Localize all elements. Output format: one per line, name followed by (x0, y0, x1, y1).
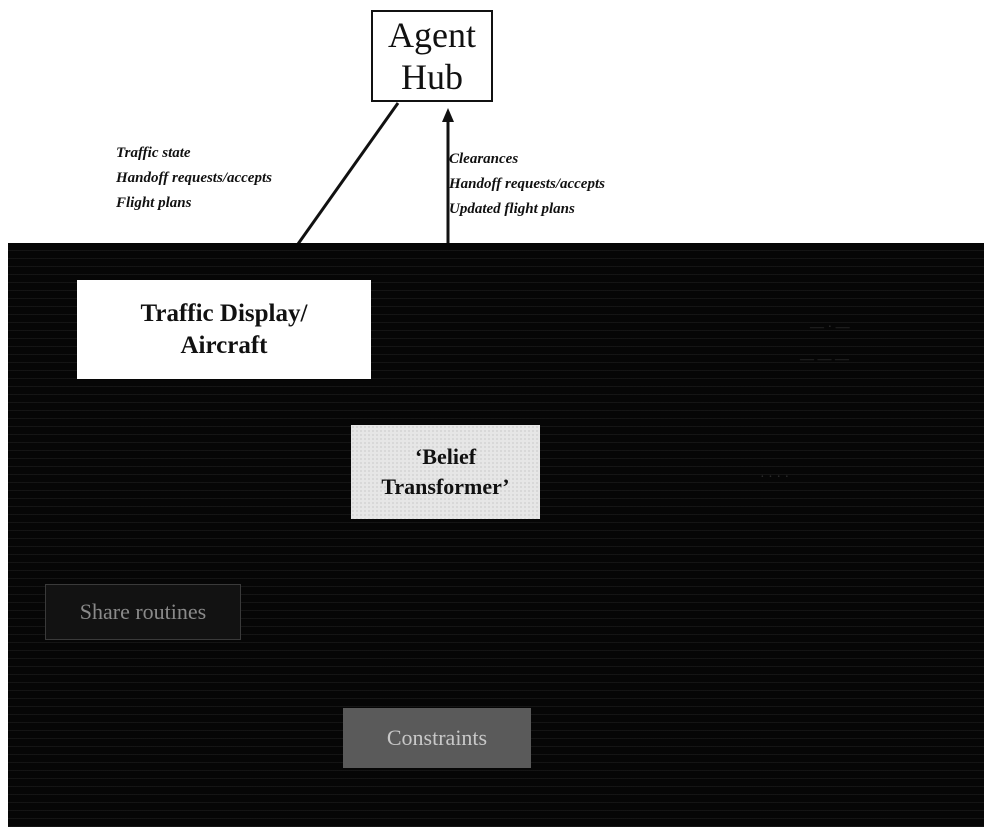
faint-mark: — · — (810, 320, 850, 335)
connector-lines (296, 102, 454, 245)
agent-hub-line1: Agent (388, 15, 476, 55)
traffic-box-line2: Aircraft (180, 331, 268, 359)
up-arrow-icon (442, 108, 454, 122)
faint-mark: · · · · (760, 470, 790, 485)
belief-transformer-box: ‘Belief Transformer’ (351, 425, 540, 519)
outgoing-label: Handoff requests/accepts (116, 170, 272, 186)
agent-hub-box: Agent Hub (371, 10, 493, 102)
incoming-message-labels: Clearances Handoff requests/accepts Upda… (449, 147, 605, 222)
belief-box-line2: Transformer’ (381, 474, 510, 499)
faint-mark: — — — (800, 352, 849, 367)
faint-left-box: Share routines (45, 584, 241, 640)
incoming-label: Updated flight plans (449, 201, 575, 217)
incoming-label: Handoff requests/accepts (449, 176, 605, 192)
outgoing-connector-line (296, 102, 400, 245)
incoming-label: Clearances (449, 151, 519, 167)
agent-hub-line2: Hub (401, 57, 463, 97)
constraints-box: Constraints (343, 708, 531, 768)
outgoing-message-labels: Traffic state Handoff requests/accepts F… (116, 141, 272, 216)
traffic-box-line1: Traffic Display/ (140, 299, 308, 327)
outgoing-label: Traffic state (116, 145, 191, 161)
belief-box-line1: ‘Belief (414, 444, 477, 469)
traffic-display-aircraft-box: Traffic Display/ Aircraft (77, 280, 371, 379)
outgoing-label: Flight plans (116, 195, 192, 211)
